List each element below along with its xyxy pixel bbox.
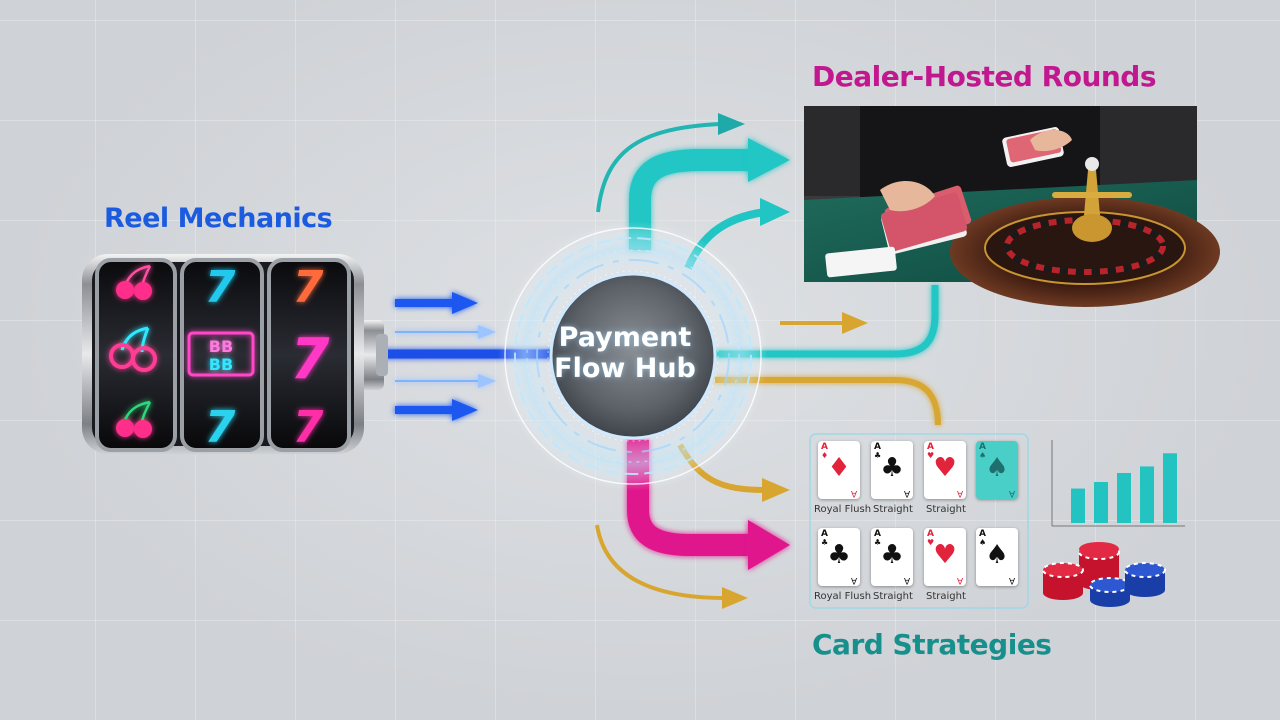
payment-hub <box>498 221 768 491</box>
seven-symbol: 7 <box>291 327 330 392</box>
playing-card: A ♣ ♣ A <box>818 528 860 586</box>
hand-label: Straight <box>873 591 913 602</box>
hand-label: Royal Flush <box>814 591 872 602</box>
reel-mechanics-title: Reel Mechanics <box>104 203 333 234</box>
chip-stack-blue <box>1089 562 1166 607</box>
slot-machine-illustration: 7 7 BB BB 7 7 7 <box>82 254 388 454</box>
hand-label: Straight <box>873 504 913 515</box>
playing-card: A ♠ ♠ A <box>976 528 1018 586</box>
playing-card: A ♦ ♦ A <box>818 441 860 499</box>
playing-card: A ♥ ♥ A <box>924 441 966 499</box>
magenta-flow-to-cards <box>627 440 790 570</box>
seven-symbol: 7 <box>205 262 236 313</box>
dealer-hosted-rounds-title: Dealer-Hosted Rounds <box>812 60 1157 93</box>
hub-label-line1: Payment <box>558 322 692 353</box>
poker-chips <box>1042 542 1166 607</box>
seven-symbol: 7 <box>205 402 236 453</box>
chart-bar <box>1094 482 1108 523</box>
dealer-photo <box>804 106 1220 307</box>
chart-bar <box>1163 453 1177 523</box>
hand-label: Royal Flush <box>814 504 872 515</box>
playing-card: A ♣ ♣ A <box>871 528 913 586</box>
playing-card: A ♣ ♣ A <box>871 441 913 499</box>
chart-bar <box>1140 466 1154 523</box>
gold-flows <box>595 312 941 609</box>
playing-card: A ♥ ♥ A <box>924 528 966 586</box>
chart-bar <box>1071 488 1085 523</box>
chart-bar <box>1117 472 1131 523</box>
flow-arrows <box>380 113 941 609</box>
playing-card: A ♠ ♠ A <box>976 441 1018 499</box>
cherry-icon <box>116 264 152 300</box>
cherry-icon <box>116 400 152 438</box>
hand-label: Straight <box>926 504 966 515</box>
seven-symbol: 7 <box>293 262 324 313</box>
hub-label: Payment Flow Hub <box>540 322 710 384</box>
card-strategies-title: Card Strategies <box>812 628 1052 661</box>
hand-label: Straight <box>926 591 966 602</box>
bar-chart <box>1051 440 1185 527</box>
svg-text:BB: BB <box>209 337 233 356</box>
svg-text:BB: BB <box>209 355 233 374</box>
cyan-flow-to-dealer <box>596 113 939 358</box>
hub-label-line2: Flow Hub <box>554 353 696 384</box>
card-grid <box>809 433 1029 609</box>
seven-symbol: 7 <box>293 402 324 453</box>
